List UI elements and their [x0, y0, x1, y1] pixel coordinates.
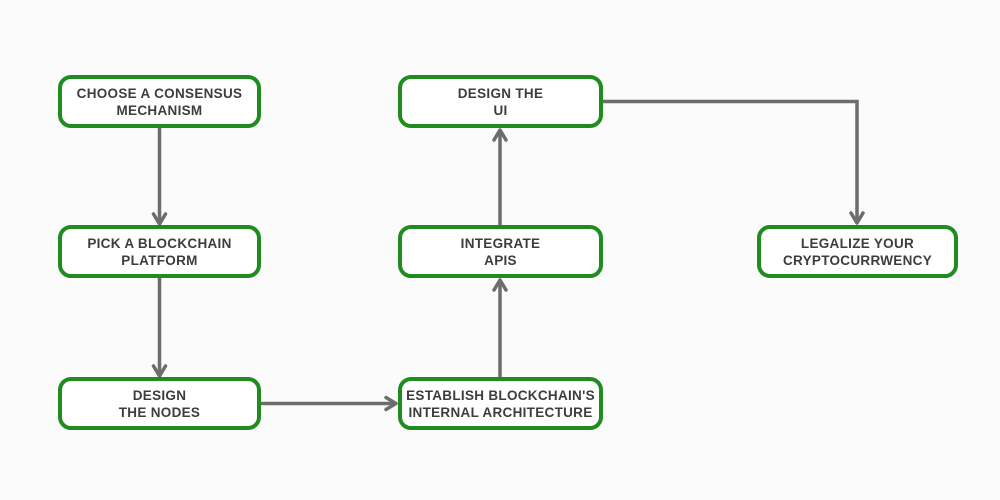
edge-ui-to-legalize — [600, 99, 865, 225]
node-legalize-your-cryptocurrwency: LEGALIZE YOUR CRYPTOCURRWENCY — [757, 225, 958, 278]
node-pick-blockchain-platform: PICK A BLOCKCHAIN PLATFORM — [58, 225, 261, 278]
node-label-line1: LEGALIZE YOUR — [800, 235, 915, 251]
node-label-line2: THE NODES — [118, 404, 201, 420]
node-label-line2: MECHANISM — [116, 102, 203, 118]
node-label-line2: CRYPTOCURRWENCY — [782, 252, 932, 268]
node-label-line1: DESIGN — [132, 387, 187, 403]
node-label-line1: DESIGN THE — [457, 85, 544, 101]
node-design-the-nodes: DESIGN THE NODES — [58, 377, 261, 430]
node-label-line2: PLATFORM — [121, 252, 198, 268]
node-label-line2: UI — [493, 102, 508, 118]
node-label-line1: ESTABLISH BLOCKCHAIN'S — [406, 387, 595, 403]
node-establish-internal-architecture: ESTABLISH BLOCKCHAIN'S INTERNAL ARCHITEC… — [398, 377, 603, 430]
node-label-line1: INTEGRATE — [460, 235, 541, 251]
node-label-line1: PICK A BLOCKCHAIN — [87, 235, 232, 251]
node-label-line2: INTERNAL ARCHITECTURE — [408, 404, 593, 420]
node-label-line1: CHOOSE A CONSENSUS — [76, 85, 243, 101]
node-label-line2: APIS — [484, 252, 517, 268]
node-design-the-ui: DESIGN THE UI — [398, 75, 603, 128]
node-choose-consensus-mechanism: CHOOSE A CONSENSUS MECHANISM — [58, 75, 261, 128]
node-integrate-apis: INTEGRATE APIS — [398, 225, 603, 278]
